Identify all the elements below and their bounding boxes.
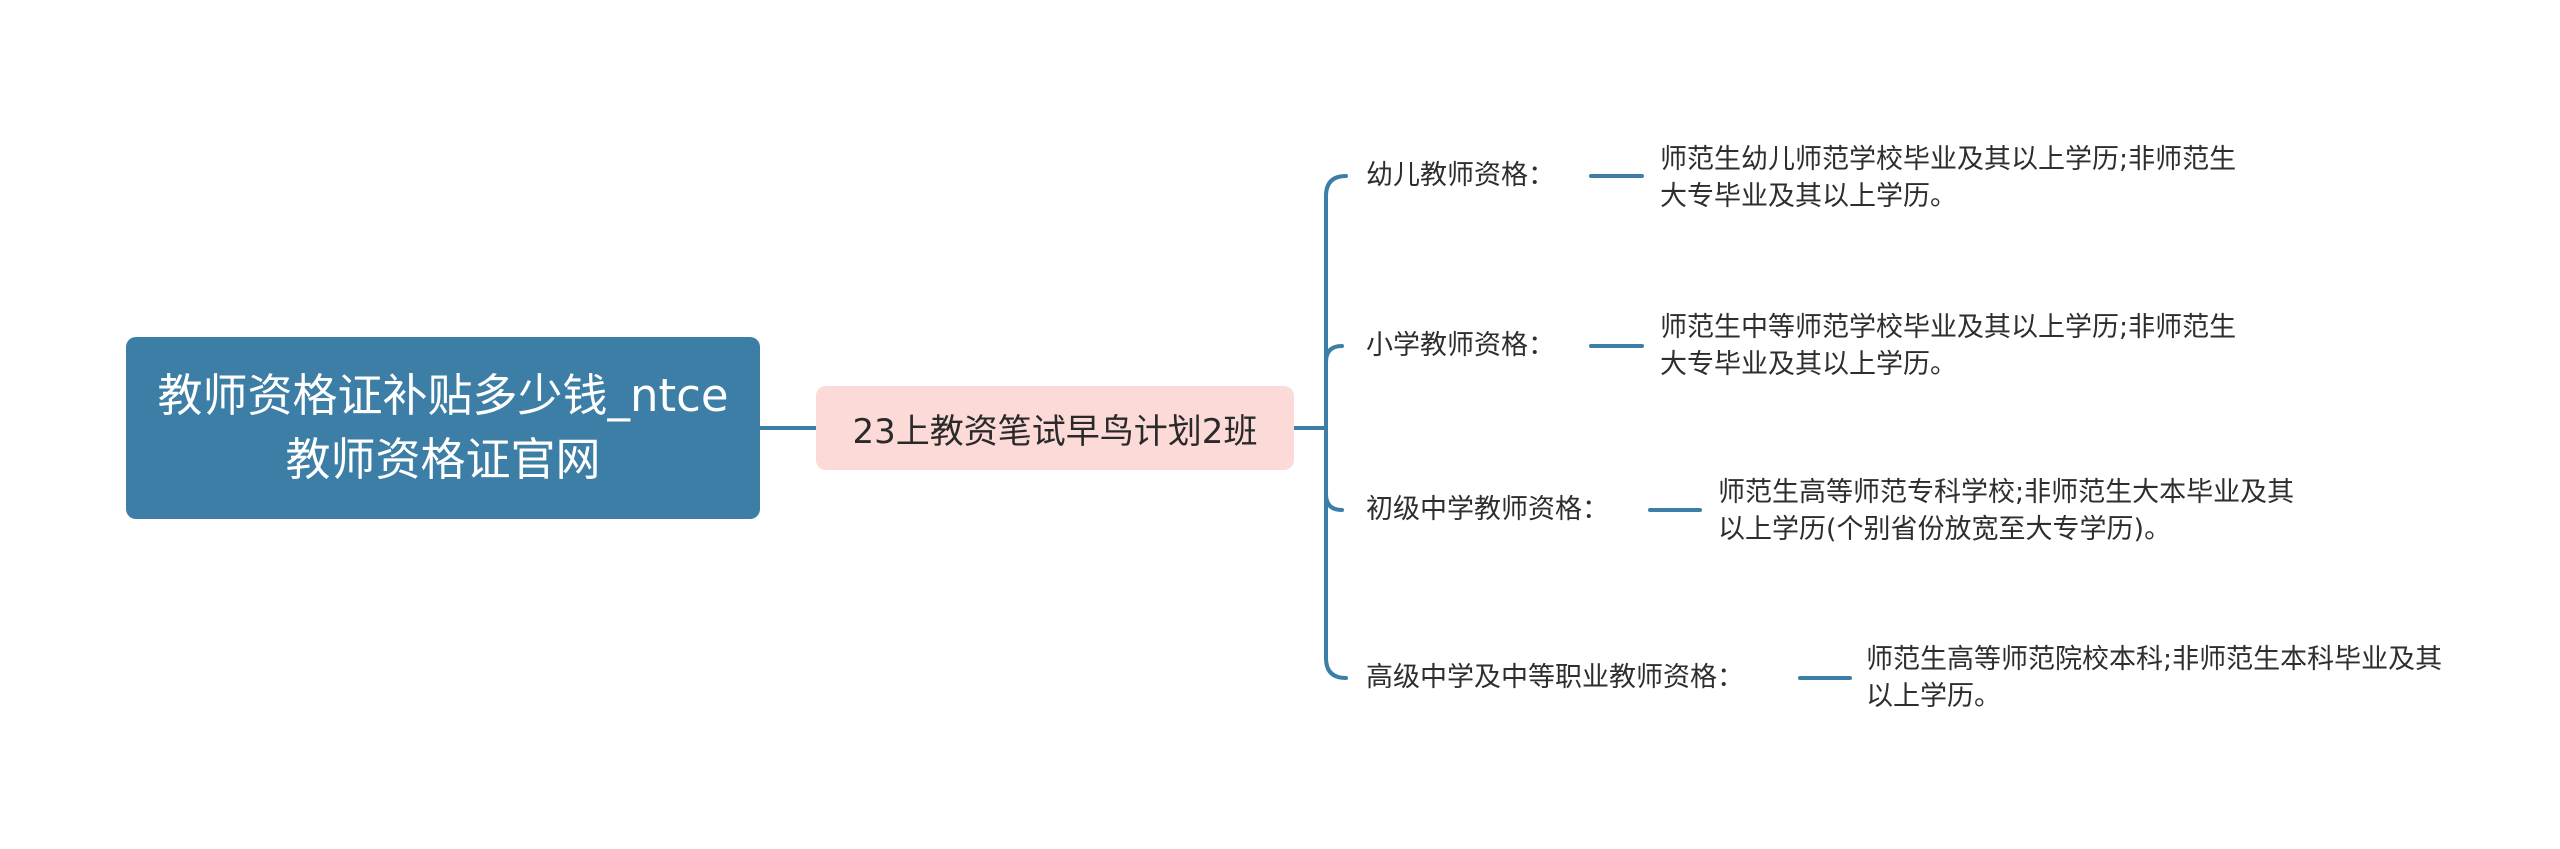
- branch-connector-3: [1324, 426, 1344, 512]
- main-topic-label: 23上教资笔试早鸟计划2班: [852, 411, 1258, 452]
- branch-label-kindergarten[interactable]: 幼儿教师资格：: [1366, 160, 1555, 191]
- branch-detail-senior-high-vocational[interactable]: 师范生高等师范院校本科;非师范生本科毕业及其以上学历。: [1866, 644, 2443, 712]
- branch-detail-primary-school[interactable]: 师范生中等师范学校毕业及其以上学历;非师范生大专毕业及其以上学历。: [1660, 312, 2237, 380]
- branch-label-junior-high[interactable]: 初级中学教师资格：: [1366, 494, 1609, 525]
- branch-detail-kindergarten[interactable]: 师范生幼儿师范学校毕业及其以上学历;非师范生大专毕业及其以上学历。: [1660, 144, 2237, 212]
- root-topic-label: 教师资格证补贴多少钱_ntce教师资格证官网: [157, 369, 729, 486]
- branch-detail-junior-high[interactable]: 师范生高等师范专科学校;非师范生大本毕业及其以上学历(个别省份放宽至大专学历)。: [1718, 477, 2295, 545]
- branch-connector-4: [1324, 426, 1348, 680]
- branch-label-primary-school[interactable]: 小学教师资格：: [1366, 330, 1555, 361]
- main-topic-node[interactable]: 23上教资笔试早鸟计划2班: [816, 386, 1294, 470]
- branch-connector-2: [1324, 344, 1344, 430]
- branch-connector-1: [1324, 174, 1348, 430]
- root-topic-node[interactable]: 教师资格证补贴多少钱_ntce教师资格证官网: [126, 337, 760, 519]
- branch-label-senior-high-vocational[interactable]: 高级中学及中等职业教师资格：: [1366, 662, 1744, 693]
